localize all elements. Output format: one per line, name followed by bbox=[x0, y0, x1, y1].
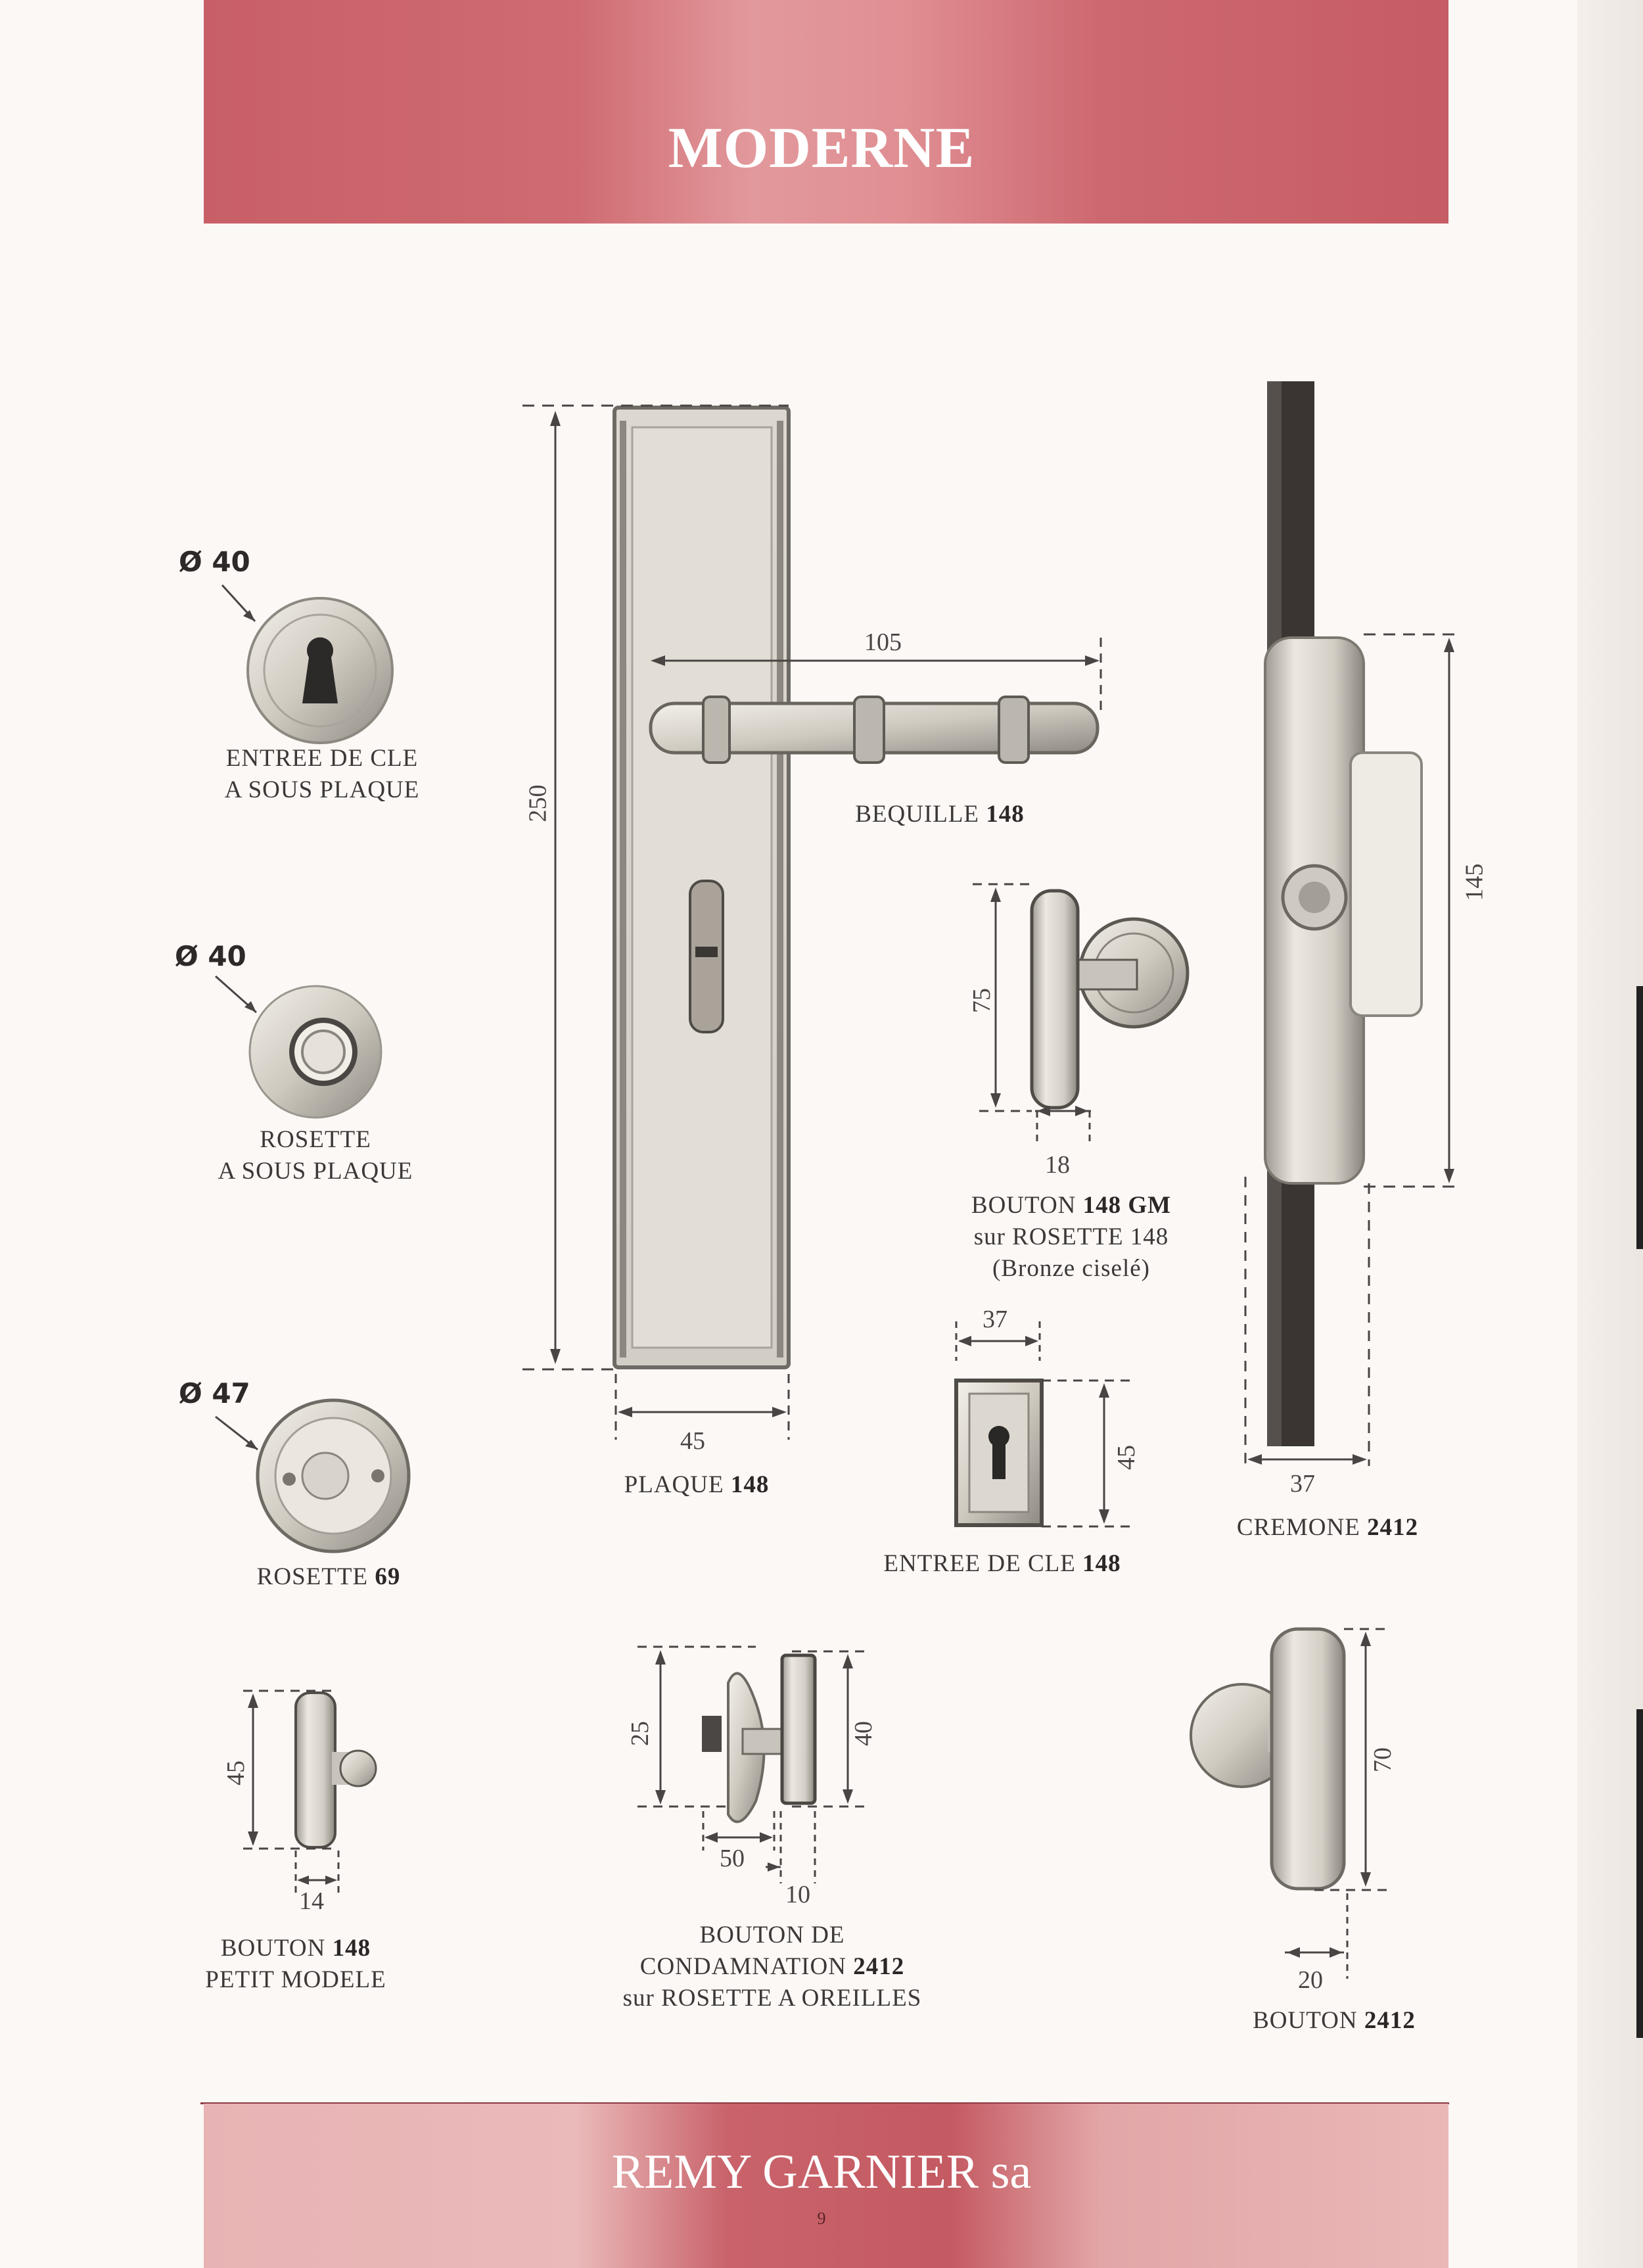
dim-bequille-length: 105 bbox=[864, 628, 902, 656]
cremone-2412-photo bbox=[1264, 381, 1423, 1446]
caption-rosette-sous-plaque: ROSETTE A SOUS PLAQUE bbox=[218, 1126, 413, 1185]
dim-entree-cle-width: 37 bbox=[983, 1306, 1007, 1333]
dim-plaque-height: 250 bbox=[524, 784, 552, 822]
footer-rule bbox=[200, 2102, 1449, 2104]
diameter-label: Ø 40 bbox=[179, 546, 250, 578]
caption-entree-de-cle-148: ENTREE DE CLE 148 bbox=[883, 1550, 1121, 1577]
bouton-148-pm-photo bbox=[294, 1691, 377, 1849]
dim-entree-cle-height: 45 bbox=[1113, 1445, 1140, 1470]
dim-bouton-2412-width: 20 bbox=[1298, 1966, 1323, 1994]
caption-cremone-2412: CREMONE 2412 bbox=[1236, 1514, 1419, 1541]
page-edge-shadow bbox=[1577, 0, 1643, 2268]
dim-cremone-height: 145 bbox=[1460, 863, 1489, 901]
caption-bequille-148: BEQUILLE 148 bbox=[855, 801, 1025, 828]
dim-bouton-gm-height: 75 bbox=[968, 988, 996, 1013]
bouton-condamnation-2412-photo bbox=[702, 1653, 817, 1824]
edge-stripe bbox=[1636, 1709, 1643, 2038]
caption-bouton-2412: BOUTON 2412 bbox=[1253, 2007, 1416, 2034]
diameter-label: Ø 47 bbox=[179, 1377, 250, 1409]
dim-bouton-pm-height: 45 bbox=[222, 1760, 250, 1785]
footer-banner bbox=[204, 2104, 1448, 2268]
bouton-2412-photo bbox=[1190, 1627, 1346, 1891]
page-title: MODERNE bbox=[668, 116, 975, 180]
company-name: REMY GARNIER sa bbox=[611, 2145, 1032, 2199]
dim-cremone-width: 37 bbox=[1290, 1470, 1315, 1498]
rosette-69-photo bbox=[256, 1398, 411, 1553]
dim-condamnation-w2: 10 bbox=[785, 1881, 810, 1908]
caption-bouton-condamnation-2412: BOUTON DE CONDAMNATION 2412 sur ROSETTE … bbox=[622, 1922, 922, 2012]
caption-plaque-148: PLAQUE 148 bbox=[624, 1471, 770, 1498]
dim-bouton-2412-height: 70 bbox=[1369, 1747, 1397, 1772]
caption-entree-de-cle-sous-plaque: ENTREE DE CLE A SOUS PLAQUE bbox=[224, 745, 420, 803]
bequille-148-photo bbox=[649, 696, 1099, 764]
edge-stripe bbox=[1636, 986, 1643, 1249]
header-banner bbox=[204, 0, 1448, 224]
dim-bouton-pm-width: 14 bbox=[299, 1887, 324, 1915]
caption-bouton-148-gm: BOUTON 148 GM sur ROSETTE 148 (Bronze ci… bbox=[971, 1192, 1172, 1282]
dim-condamnation-w1: 50 bbox=[720, 1845, 745, 1872]
page-number: 9 bbox=[817, 2209, 826, 2228]
dim-condamnation-h2: 40 bbox=[850, 1721, 877, 1746]
caption-rosette-69: ROSETTE 69 bbox=[256, 1563, 401, 1590]
entree-de-cle-148-photo bbox=[954, 1379, 1044, 1527]
caption-bouton-148-pm: BOUTON 148 PETIT MODELE bbox=[205, 1935, 386, 1993]
bouton-148-gm-photo bbox=[1030, 889, 1190, 1110]
plaque-148-photo bbox=[613, 406, 791, 1369]
entree-de-cle-photo bbox=[246, 597, 394, 744]
rosette-sous-plaque-photo bbox=[248, 985, 382, 1119]
dimension-arrowheads bbox=[243, 411, 1454, 1958]
dim-plaque-width: 45 bbox=[680, 1427, 705, 1455]
diameter-label: Ø 40 bbox=[175, 940, 246, 972]
dim-bouton-gm-width: 18 bbox=[1045, 1151, 1070, 1179]
dim-condamnation-h1: 25 bbox=[626, 1721, 654, 1746]
